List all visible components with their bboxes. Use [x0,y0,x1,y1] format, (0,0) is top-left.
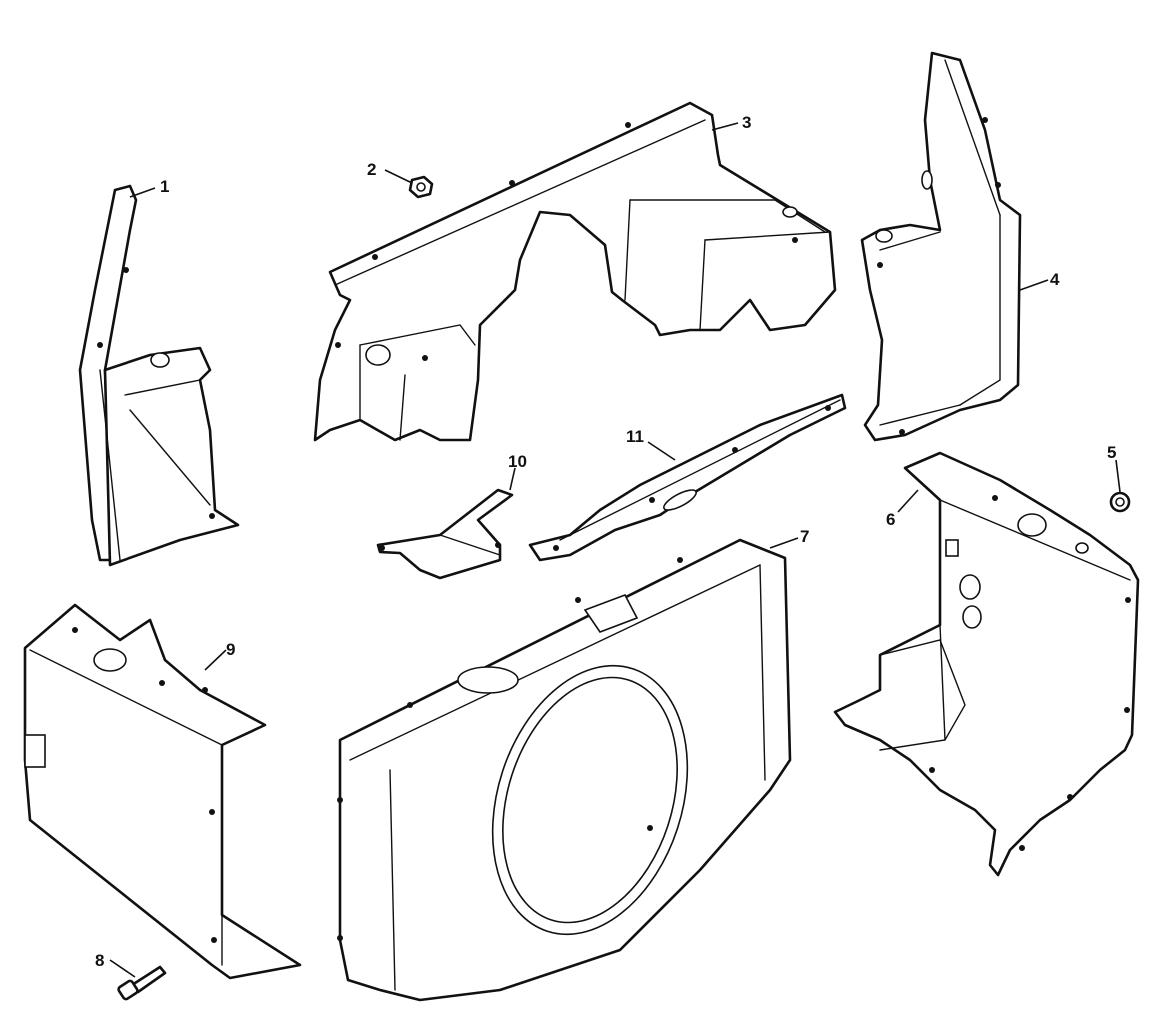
part-8-bolt [117,965,167,1001]
part-7-fan-shroud [337,538,792,1002]
part-11-long-bracket [528,393,847,562]
callout-5: 5 [1107,443,1116,462]
part-9-left-lower-shroud [23,603,302,980]
callout-6: 6 [886,510,895,529]
callout-3: 3 [742,113,751,132]
callout-11: 11 [626,427,644,446]
part-3-rear-shroud [313,101,837,442]
part-1-left-baffle [78,184,240,567]
part-6-right-lower-shroud [833,451,1140,877]
callout-8: 8 [95,951,104,970]
part-4-right-baffle [860,51,1022,442]
leader-lines [109,122,1121,978]
part-5-star-nut [1109,491,1131,513]
callout-labels: 1 2 3 4 5 6 7 8 9 10 11 [95,113,1116,970]
part-10-bracket [376,488,514,580]
callout-9: 9 [226,640,235,659]
callout-7: 7 [800,527,809,546]
callout-10: 10 [508,452,527,471]
callout-2: 2 [367,160,376,179]
callout-1: 1 [160,177,169,196]
part-2-nut [408,175,434,199]
callout-4: 4 [1050,270,1060,289]
